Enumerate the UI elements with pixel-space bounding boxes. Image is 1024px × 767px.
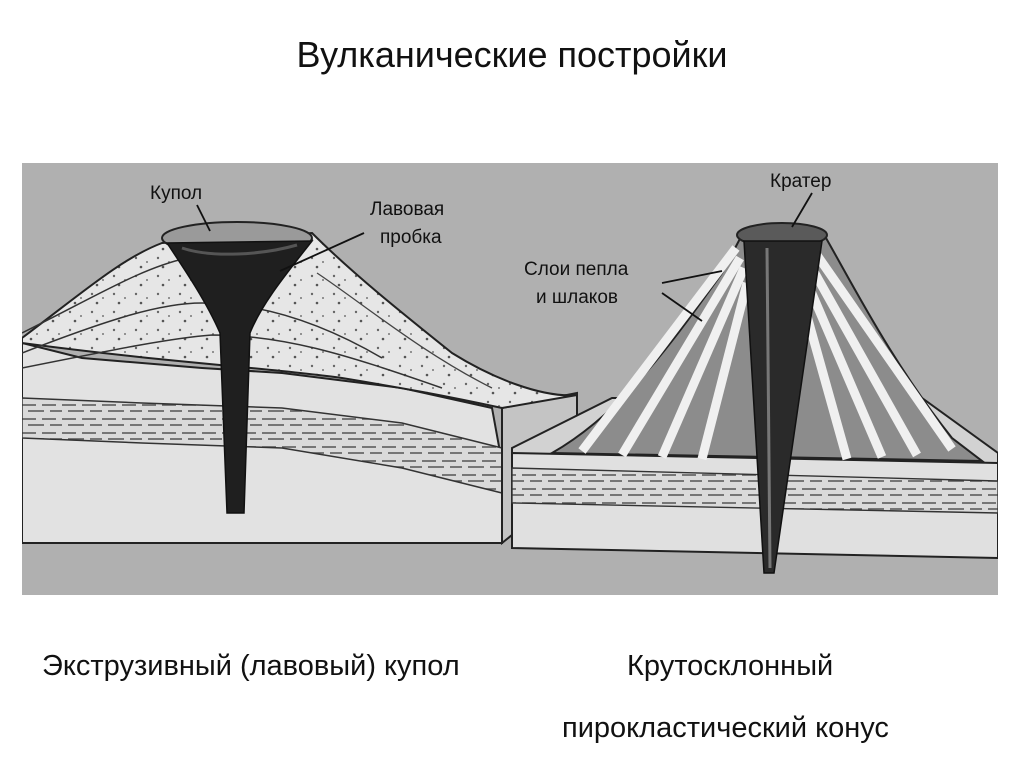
leader-lava-plug: [279, 232, 365, 272]
label-dome: Купол: [150, 183, 202, 204]
lava-dome-block: [22, 221, 578, 546]
label-lava-plug-1: Лавовая: [370, 199, 444, 220]
label-ash-layers-2: и шлаков: [536, 287, 618, 308]
volcanic-conduit: [743, 240, 823, 574]
label-ash-layers-1: Слои пепла: [524, 259, 629, 280]
volcano-diagram: Купол Лавовая пробка Кратер Слои пепла и…: [22, 163, 998, 595]
caption-cone-line1: Крутосклонный: [627, 650, 834, 682]
caption-lava-dome: Экструзивный (лавовый) купол: [42, 650, 460, 682]
leader-ash-layers-a: [661, 270, 723, 284]
pyroclastic-cone-block: [511, 222, 998, 574]
label-crater: Кратер: [770, 171, 831, 192]
leader-dome: [196, 204, 211, 232]
caption-cone-line2: пирокластический конус: [562, 712, 889, 744]
leader-crater: [791, 192, 813, 228]
label-lava-plug-2: пробка: [380, 227, 442, 248]
leader-ash-layers-b: [661, 292, 703, 322]
page-title: Вулканические постройки: [296, 34, 728, 75]
lava-plug: [165, 240, 314, 514]
